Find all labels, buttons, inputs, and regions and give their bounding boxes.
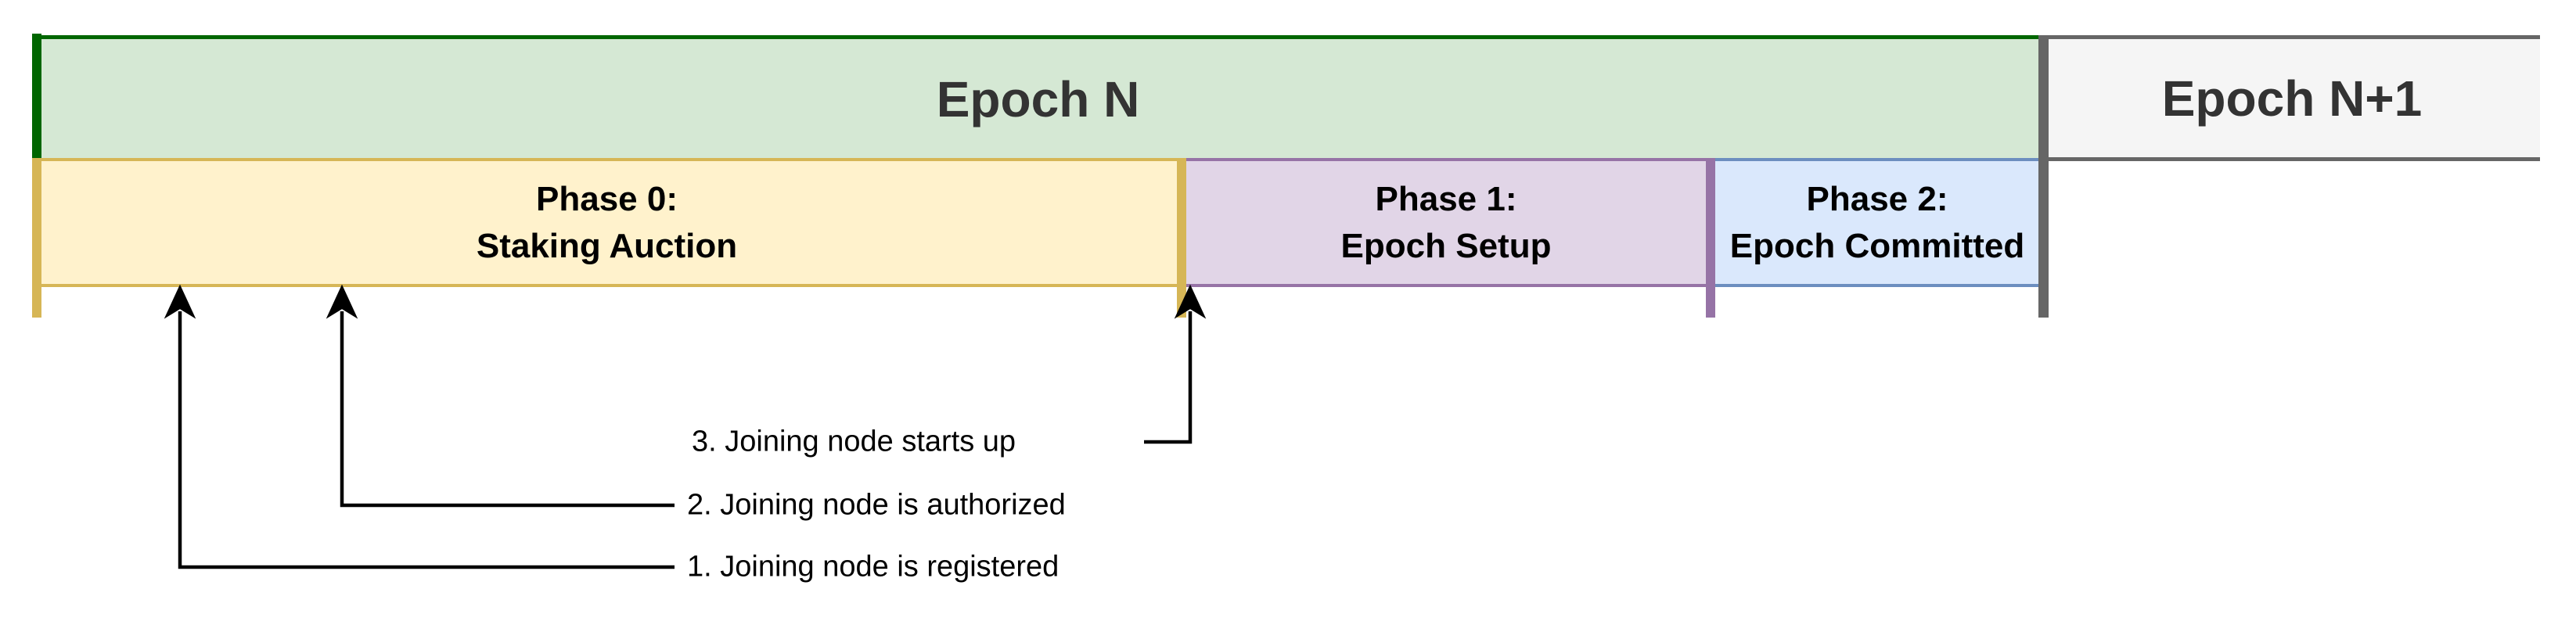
- phase-1-title: Phase 1:: [1375, 179, 1517, 218]
- phase-1-epoch-setup-box: Phase 1: Epoch Setup: [1182, 158, 1711, 287]
- epoch-n-bar: Epoch N: [32, 35, 2044, 160]
- phase-0-staking-auction-box: Phase 0: Staking Auction: [32, 158, 1182, 287]
- epoch-n-start-marker: [32, 34, 41, 160]
- annotation-node-authorized: 2. Joining node is authorized: [687, 488, 1066, 522]
- phase-1-end-marker: [1706, 158, 1715, 318]
- annotation-node-starts-up: 3. Joining node starts up: [692, 425, 1016, 458]
- epoch-boundary-divider: [2038, 35, 2049, 318]
- arrow-1-head: [164, 284, 196, 319]
- epoch-n-plus-1-bar: Epoch N+1: [2044, 35, 2540, 161]
- phase-1-subtitle: Epoch Setup: [1340, 226, 1552, 265]
- phase-0-subtitle: Staking Auction: [476, 226, 738, 265]
- arrow-3-line: [1144, 311, 1193, 444]
- epoch-n-plus-1-label: Epoch N+1: [2161, 70, 2423, 127]
- arrow-1-line: [178, 311, 675, 569]
- phase-0-start-marker: [32, 158, 41, 318]
- epoch-n-label: Epoch N: [936, 71, 1140, 127]
- phase-2-epoch-committed-box: Phase 2: Epoch Committed: [1711, 158, 2044, 287]
- arrow-2-head: [326, 284, 358, 319]
- phase-2-title: Phase 2:: [1806, 179, 1948, 218]
- phase-2-subtitle: Epoch Committed: [1729, 226, 2025, 265]
- arrow-2-line: [340, 311, 675, 508]
- annotation-node-registered: 1. Joining node is registered: [687, 550, 1060, 584]
- phase-0-end-marker: [1177, 158, 1186, 318]
- phase-0-title: Phase 0:: [536, 179, 678, 218]
